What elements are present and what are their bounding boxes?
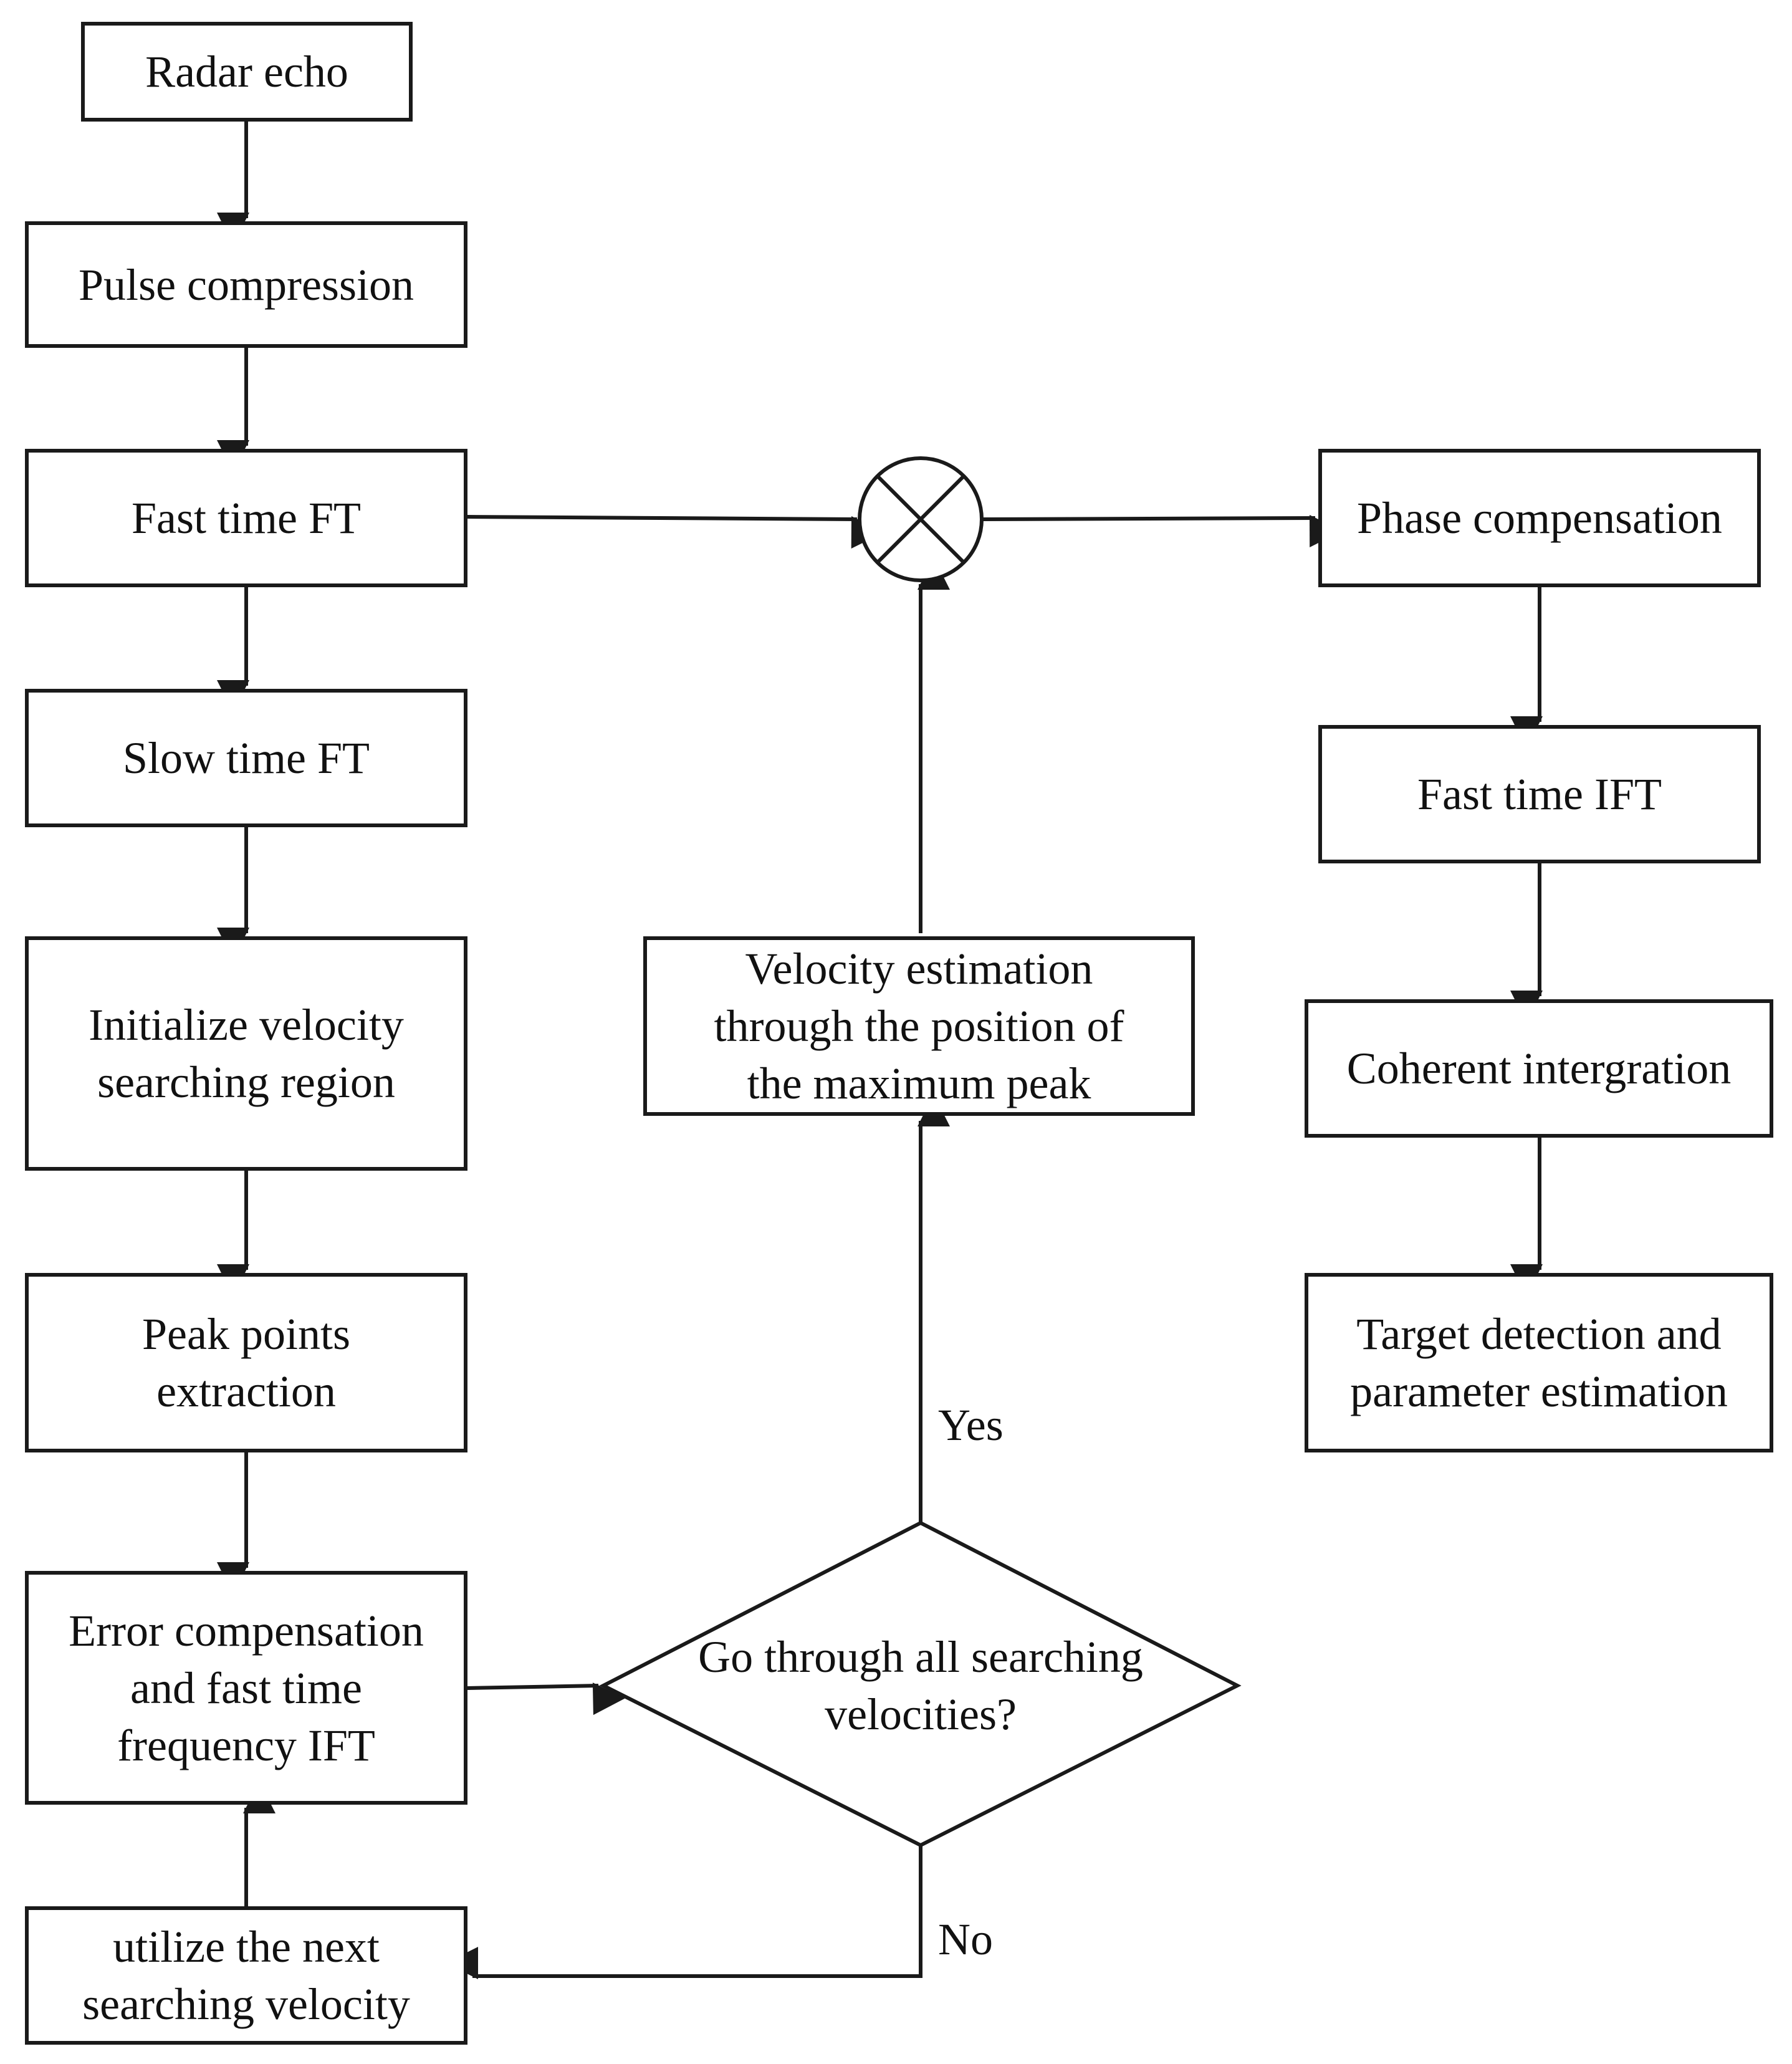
node-label: Fast time IFT <box>1417 769 1662 819</box>
node-label: Fast time FT <box>131 493 361 543</box>
decision-text: Go through all searching velocities? <box>698 1632 1143 1739</box>
edge-decision-no-to-next <box>446 1845 922 1979</box>
node-pulse-compression: Pulse compression <box>25 221 467 348</box>
edge-fastft-to-multiplier <box>467 515 884 549</box>
node-target-detection: Target detection and parameter estimatio… <box>1305 1273 1773 1452</box>
node-label: Target detection and parameter estimatio… <box>1350 1309 1728 1416</box>
node-label: utilize the next searching velocity <box>82 1922 410 2029</box>
node-label: Coherent intergration <box>1346 1044 1732 1093</box>
node-label: Phase compensation <box>1357 493 1722 543</box>
node-label: Radar echo <box>145 47 348 97</box>
node-fast-time-ft: Fast time FT <box>25 449 467 587</box>
node-label: Slow time FT <box>122 733 370 783</box>
edge-error-to-decision <box>467 1682 626 1716</box>
multiplier-circle-icon <box>858 456 984 582</box>
node-slow-time-ft: Slow time FT <box>25 689 467 827</box>
node-label: Error compensation and fast time frequen… <box>69 1605 424 1770</box>
node-fast-time-ift: Fast time IFT <box>1318 725 1761 863</box>
node-label: Initialize velocity searching region <box>89 1000 404 1107</box>
node-velocity-estimation: Velocity estimation through the position… <box>643 936 1195 1116</box>
node-initialize-velocity: Initialize velocity searching region <box>25 936 467 1171</box>
edge-label-yes: Yes <box>938 1400 1004 1450</box>
node-radar-echo: Radar echo <box>81 22 413 122</box>
node-label: Peak points extraction <box>142 1309 350 1416</box>
node-peak-points-extraction: Peak points extraction <box>25 1273 467 1452</box>
edge-label-no: No <box>938 1914 993 1964</box>
node-error-compensation: Error compensation and fast time frequen… <box>25 1571 467 1805</box>
node-coherent-integration: Coherent intergration <box>1305 999 1773 1138</box>
node-phase-compensation: Phase compensation <box>1318 449 1761 587</box>
node-next-searching-velocity: utilize the next searching velocity <box>25 1906 467 2045</box>
node-label: Velocity estimation through the position… <box>714 944 1124 1108</box>
edge-multiplier-to-phase <box>981 515 1343 548</box>
node-label: Pulse compression <box>79 259 414 310</box>
decision-diamond <box>599 1520 1242 1848</box>
